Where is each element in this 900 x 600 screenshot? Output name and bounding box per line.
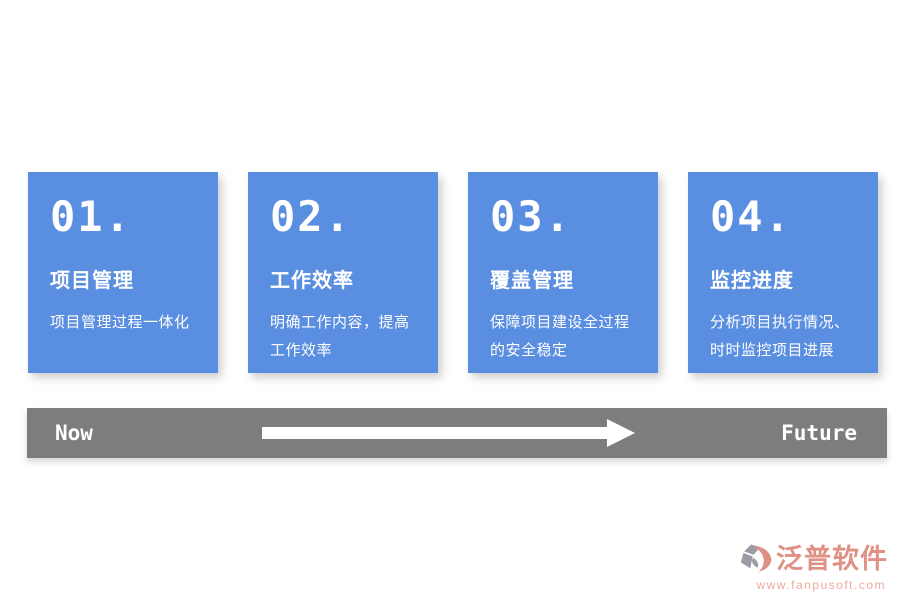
feature-card-02: 02. 工作效率 明确工作内容，提高工作效率	[248, 172, 438, 373]
arrow-right-icon	[262, 408, 662, 458]
feature-cards-row: 01. 项目管理 项目管理过程一体化 02. 工作效率 明确工作内容，提高工作效…	[28, 172, 878, 373]
feature-card-04: 04. 监控进度 分析项目执行情况、时时监控项目进展	[688, 172, 878, 373]
logo-url: www.fanpusoft.com	[756, 578, 886, 592]
fanpu-logo-icon	[740, 544, 772, 572]
card-description: 明确工作内容，提高工作效率	[270, 314, 410, 359]
fanpu-logo: 泛普软件 www.fanpusoft.com	[740, 542, 888, 592]
card-title: 覆盖管理	[490, 270, 574, 292]
timeline-bar: Now Future	[27, 408, 887, 458]
card-number: 03.	[490, 192, 572, 241]
card-title: 项目管理	[50, 270, 134, 292]
card-number: 02.	[270, 192, 352, 241]
card-number: 01.	[50, 192, 132, 241]
feature-card-03: 03. 覆盖管理 保障项目建设全过程的安全稳定	[468, 172, 658, 373]
timeline-end-label: Future	[781, 421, 857, 445]
logo-name: 泛普软件	[776, 543, 888, 574]
logo-top-row: 泛普软件	[740, 542, 888, 576]
card-title: 监控进度	[710, 270, 794, 292]
card-description: 保障项目建设全过程的安全稳定	[490, 314, 630, 359]
card-title: 工作效率	[270, 270, 354, 292]
arrow-head	[607, 419, 635, 447]
card-number: 04.	[710, 192, 792, 241]
feature-card-01: 01. 项目管理 项目管理过程一体化	[28, 172, 218, 373]
timeline-start-label: Now	[55, 421, 93, 445]
card-description: 项目管理过程一体化	[50, 314, 190, 331]
arrow-shaft	[262, 427, 607, 439]
card-description: 分析项目执行情况、时时监控项目进展	[710, 314, 850, 359]
